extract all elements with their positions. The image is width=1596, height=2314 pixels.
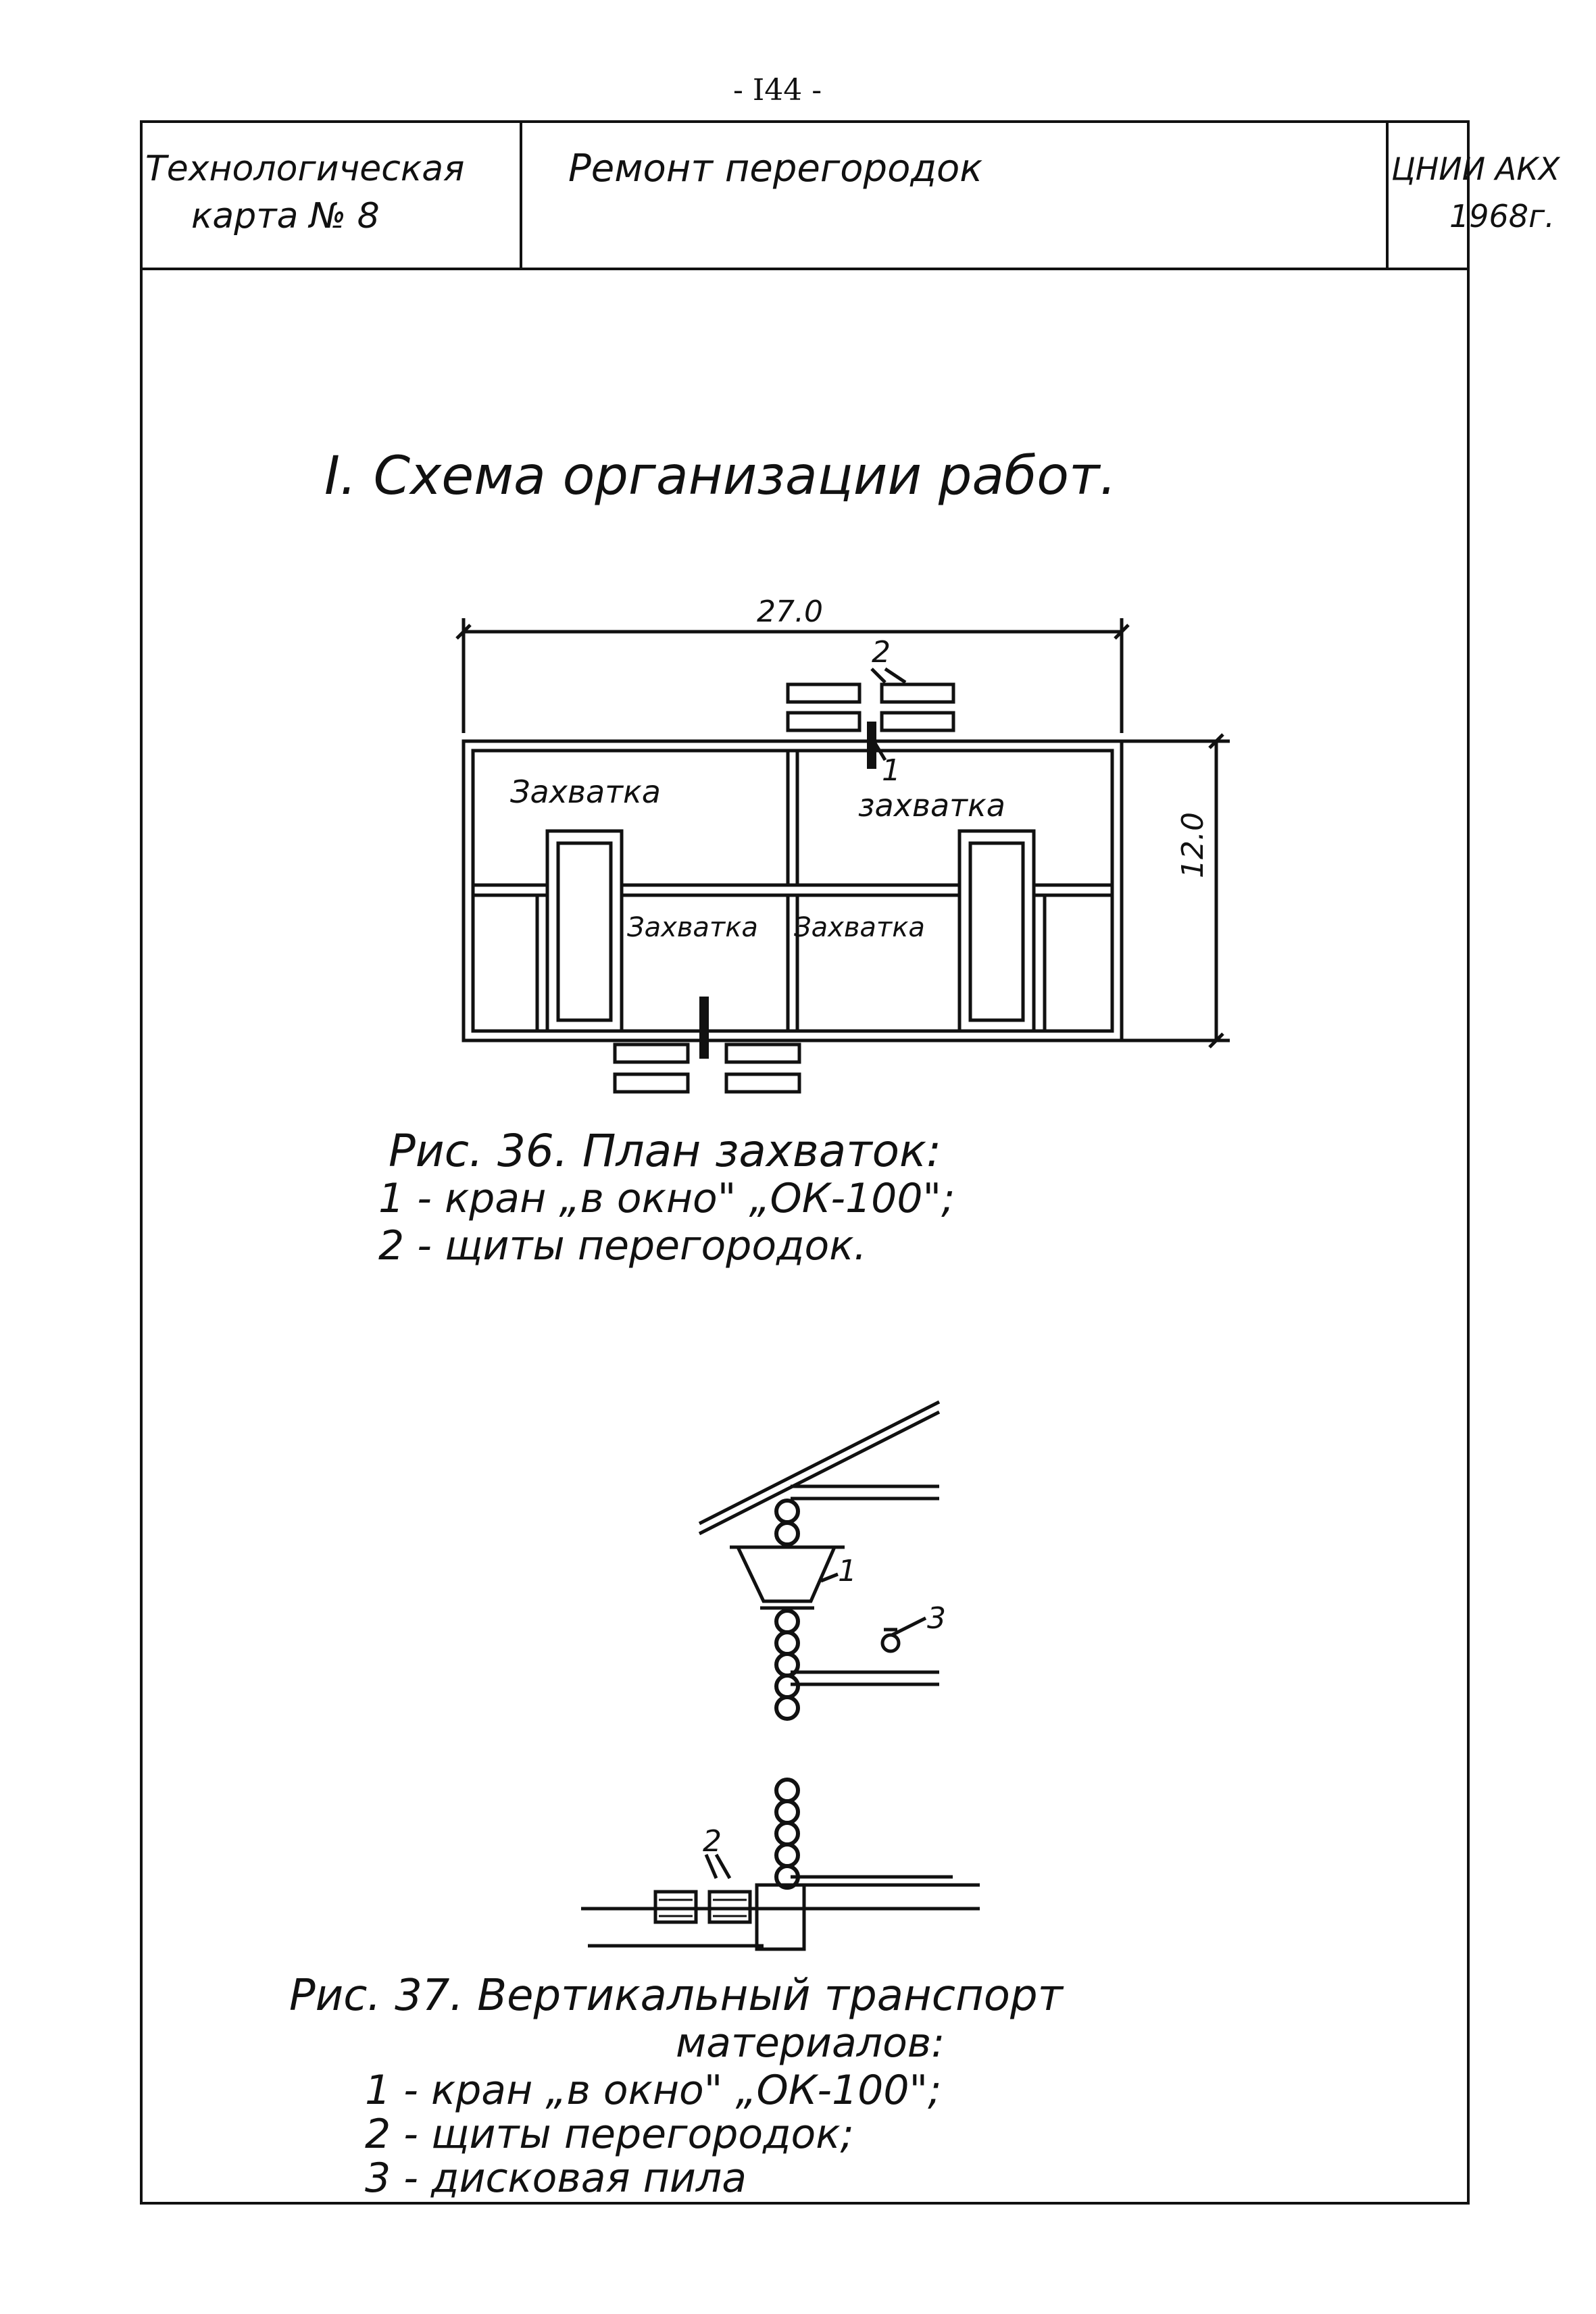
stair-block-right xyxy=(957,829,1036,1033)
crane-boom-upper xyxy=(698,1400,941,1526)
fig37-caption-title-1: Рис. 37. Вертикальный транспорт xyxy=(289,1971,1063,2021)
fig37-callout-1: 1 xyxy=(838,1554,857,1588)
fig36-caption-item-2: 2 - щиты перегородок. xyxy=(378,1222,867,1269)
fig37-legend-item-1: 1 - кран „в окно" „ОК-100"; xyxy=(365,2067,942,2114)
stair-block-left xyxy=(545,829,624,1033)
stair-block-right-inner xyxy=(968,841,1025,1022)
title-block-card-cell: Технологическая карта № 8 xyxy=(140,120,522,268)
panel-stack-top-4 xyxy=(880,711,955,732)
width-dimension-label: 27.0 xyxy=(757,595,823,629)
card-number: карта № 8 xyxy=(191,196,380,236)
fig37-caption-title-2: материалов: xyxy=(676,2019,945,2067)
page-number: - I44 - xyxy=(733,73,822,107)
year: 1968г. xyxy=(1449,198,1555,234)
zone-label-1: Захватка xyxy=(510,774,661,810)
crane-top-icon xyxy=(867,722,876,769)
callout-3-leader xyxy=(891,1616,927,1637)
panel-stack-bottom-1 xyxy=(613,1042,690,1064)
callout-2-leader-fig37-a xyxy=(704,1854,718,1879)
crane-chain-lower xyxy=(774,1778,800,1890)
callout-2-leader-b xyxy=(884,667,907,684)
ground-panel-stack-2 xyxy=(707,1890,752,1924)
fig37-callout-3: 3 xyxy=(927,1601,946,1636)
panel-stack-top-2 xyxy=(786,711,862,732)
card-label: Технологическая xyxy=(145,149,465,189)
callout-2-leader-a xyxy=(870,668,887,684)
title-block: Технологическая карта № 8 Ремонт перегор… xyxy=(140,120,1560,270)
fig36-caption-item-1: 1 - кран „в окно" „ОК-100"; xyxy=(378,1175,955,1222)
callout-2-leader-fig37-b xyxy=(714,1853,732,1880)
fig36-caption-title: Рис. 36. План захваток: xyxy=(389,1125,942,1177)
panel-stack-bottom-2 xyxy=(613,1072,690,1094)
drawing-frame xyxy=(140,120,1470,2205)
crane-bottom-icon xyxy=(699,997,709,1059)
disc-saw-icon xyxy=(880,1628,901,1653)
document-title: Ремонт перегородок xyxy=(568,147,983,191)
crane-chain-upper xyxy=(774,1499,800,1721)
crane-boom-lower xyxy=(698,1410,941,1536)
section-heading: I. Схема организации работ. xyxy=(324,446,1117,507)
fig36-callout-2: 2 xyxy=(872,635,891,670)
ground-panel-stack-1 xyxy=(653,1890,698,1924)
fig37-legend-item-3: 3 - дисковая пила xyxy=(365,2155,747,2202)
panel-stack-top-3 xyxy=(880,682,955,704)
building-outer-wall xyxy=(462,739,1124,1042)
callout-1-leader-fig37 xyxy=(820,1572,839,1583)
panel-stack-top-1 xyxy=(786,682,862,704)
title-block-title-cell: Ремонт перегородок xyxy=(522,120,1389,268)
fig36-callout-1: 1 xyxy=(882,753,901,788)
callout-1-leader xyxy=(873,742,887,761)
panel-stack-bottom-3 xyxy=(724,1042,801,1064)
zone-label-3: Захватка xyxy=(627,912,758,943)
panel-stack-bottom-4 xyxy=(724,1072,801,1094)
zone-label-4: Захватка xyxy=(794,912,925,943)
zone-label-2: захватка xyxy=(858,787,1005,824)
fig37-legend-item-2: 2 - щиты перегородок; xyxy=(365,2111,854,2158)
building-inner-wall xyxy=(471,749,1114,1033)
organization: ЦНИИ АКХ xyxy=(1391,151,1560,187)
crane-base xyxy=(755,1883,806,1951)
title-block-org-cell: ЦНИИ АКХ 1968г. xyxy=(1389,120,1560,268)
fig37-callout-2: 2 xyxy=(703,1824,722,1859)
stair-block-left-inner xyxy=(556,841,613,1022)
crane-hoist-head xyxy=(735,1545,837,1603)
